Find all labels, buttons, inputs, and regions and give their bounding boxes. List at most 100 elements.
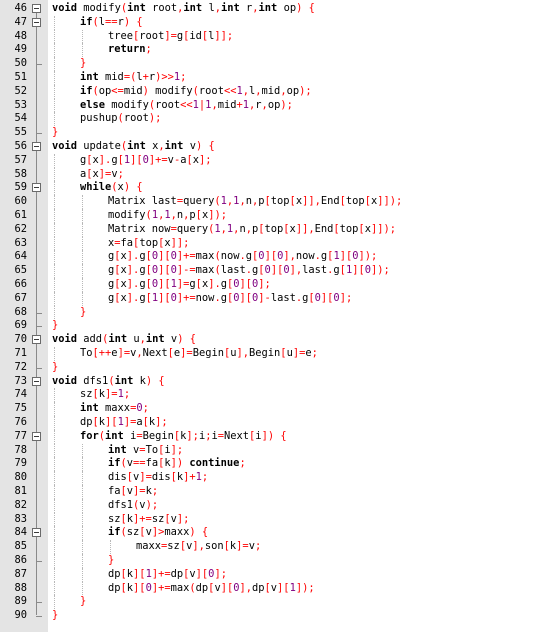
operator-token: ]; bbox=[339, 291, 353, 304]
identifier-token: mid bbox=[98, 71, 124, 83]
operator-token: [ bbox=[333, 222, 340, 235]
fold-end-marker bbox=[36, 312, 42, 314]
operator-token: [ bbox=[195, 209, 202, 221]
code-line[interactable]: 69} bbox=[0, 319, 557, 334]
operator-token: ][ bbox=[264, 250, 278, 263]
identifier-token: dp bbox=[80, 416, 93, 428]
fold-minus-icon[interactable] bbox=[32, 431, 41, 441]
identifier-token: g bbox=[252, 264, 259, 277]
number-token: 0 bbox=[252, 291, 259, 304]
code-line[interactable]: 50} bbox=[0, 57, 557, 71]
identifier-token: x bbox=[145, 140, 159, 152]
code-text: if(l==r) { bbox=[80, 16, 143, 30]
fold-minus-icon[interactable] bbox=[32, 376, 41, 386]
identifier-token: v bbox=[111, 167, 118, 180]
operator-token: - bbox=[173, 153, 181, 166]
operator-token: <= bbox=[111, 84, 124, 97]
number-token: 1 bbox=[214, 222, 221, 235]
operator-token: ( bbox=[145, 209, 152, 221]
indent-guide bbox=[54, 567, 55, 582]
code-line[interactable]: 55} bbox=[0, 126, 557, 140]
identifier-token: r bbox=[148, 71, 156, 83]
number-token: 0 bbox=[333, 291, 340, 304]
identifier-token: v bbox=[167, 153, 174, 166]
identifier-token: x bbox=[117, 181, 124, 194]
identifier-token: add bbox=[77, 333, 103, 346]
keyword-token: void bbox=[52, 333, 78, 346]
code-text: } bbox=[80, 57, 86, 71]
code-text: maxx=sz[v],son[k]=v; bbox=[136, 540, 261, 554]
code-text: } bbox=[52, 319, 58, 333]
line-number: 53 bbox=[0, 98, 27, 113]
operator-token: [ bbox=[126, 471, 134, 484]
number-token: 1 bbox=[345, 264, 353, 277]
operator-token: } bbox=[52, 319, 59, 332]
indent-guide bbox=[82, 195, 83, 209]
fold-minus-icon[interactable] bbox=[32, 183, 41, 193]
indent-guide bbox=[54, 153, 55, 168]
fold-minus-icon[interactable] bbox=[32, 17, 41, 27]
keyword-token: int bbox=[80, 402, 99, 415]
indent-guide bbox=[54, 554, 55, 568]
indent-guide bbox=[54, 222, 55, 237]
operator-token: [ bbox=[264, 195, 271, 208]
fold-minus-icon[interactable] bbox=[32, 528, 41, 538]
code-line[interactable]: 89} bbox=[0, 595, 557, 610]
code-line[interactable]: 72} bbox=[0, 360, 557, 375]
code-line[interactable]: 86} bbox=[0, 554, 557, 568]
fold-minus-icon[interactable] bbox=[32, 4, 41, 13]
code-text: } bbox=[80, 595, 86, 609]
fold-minus-icon[interactable] bbox=[32, 335, 41, 345]
identifier-token: u bbox=[127, 333, 140, 346]
operator-token: } bbox=[52, 609, 59, 622]
code-line[interactable]: 90} bbox=[0, 609, 557, 623]
fold-minus-icon[interactable] bbox=[32, 142, 41, 151]
operator-token: ]+= bbox=[151, 581, 171, 594]
keyword-token: int bbox=[114, 374, 134, 387]
operator-token: ], bbox=[283, 250, 296, 263]
identifier-token: v bbox=[164, 333, 178, 346]
code-line[interactable]: 68} bbox=[0, 305, 557, 320]
line-number: 59 bbox=[0, 181, 27, 196]
operator-token: ) bbox=[195, 140, 203, 152]
indent-guide bbox=[82, 443, 83, 458]
